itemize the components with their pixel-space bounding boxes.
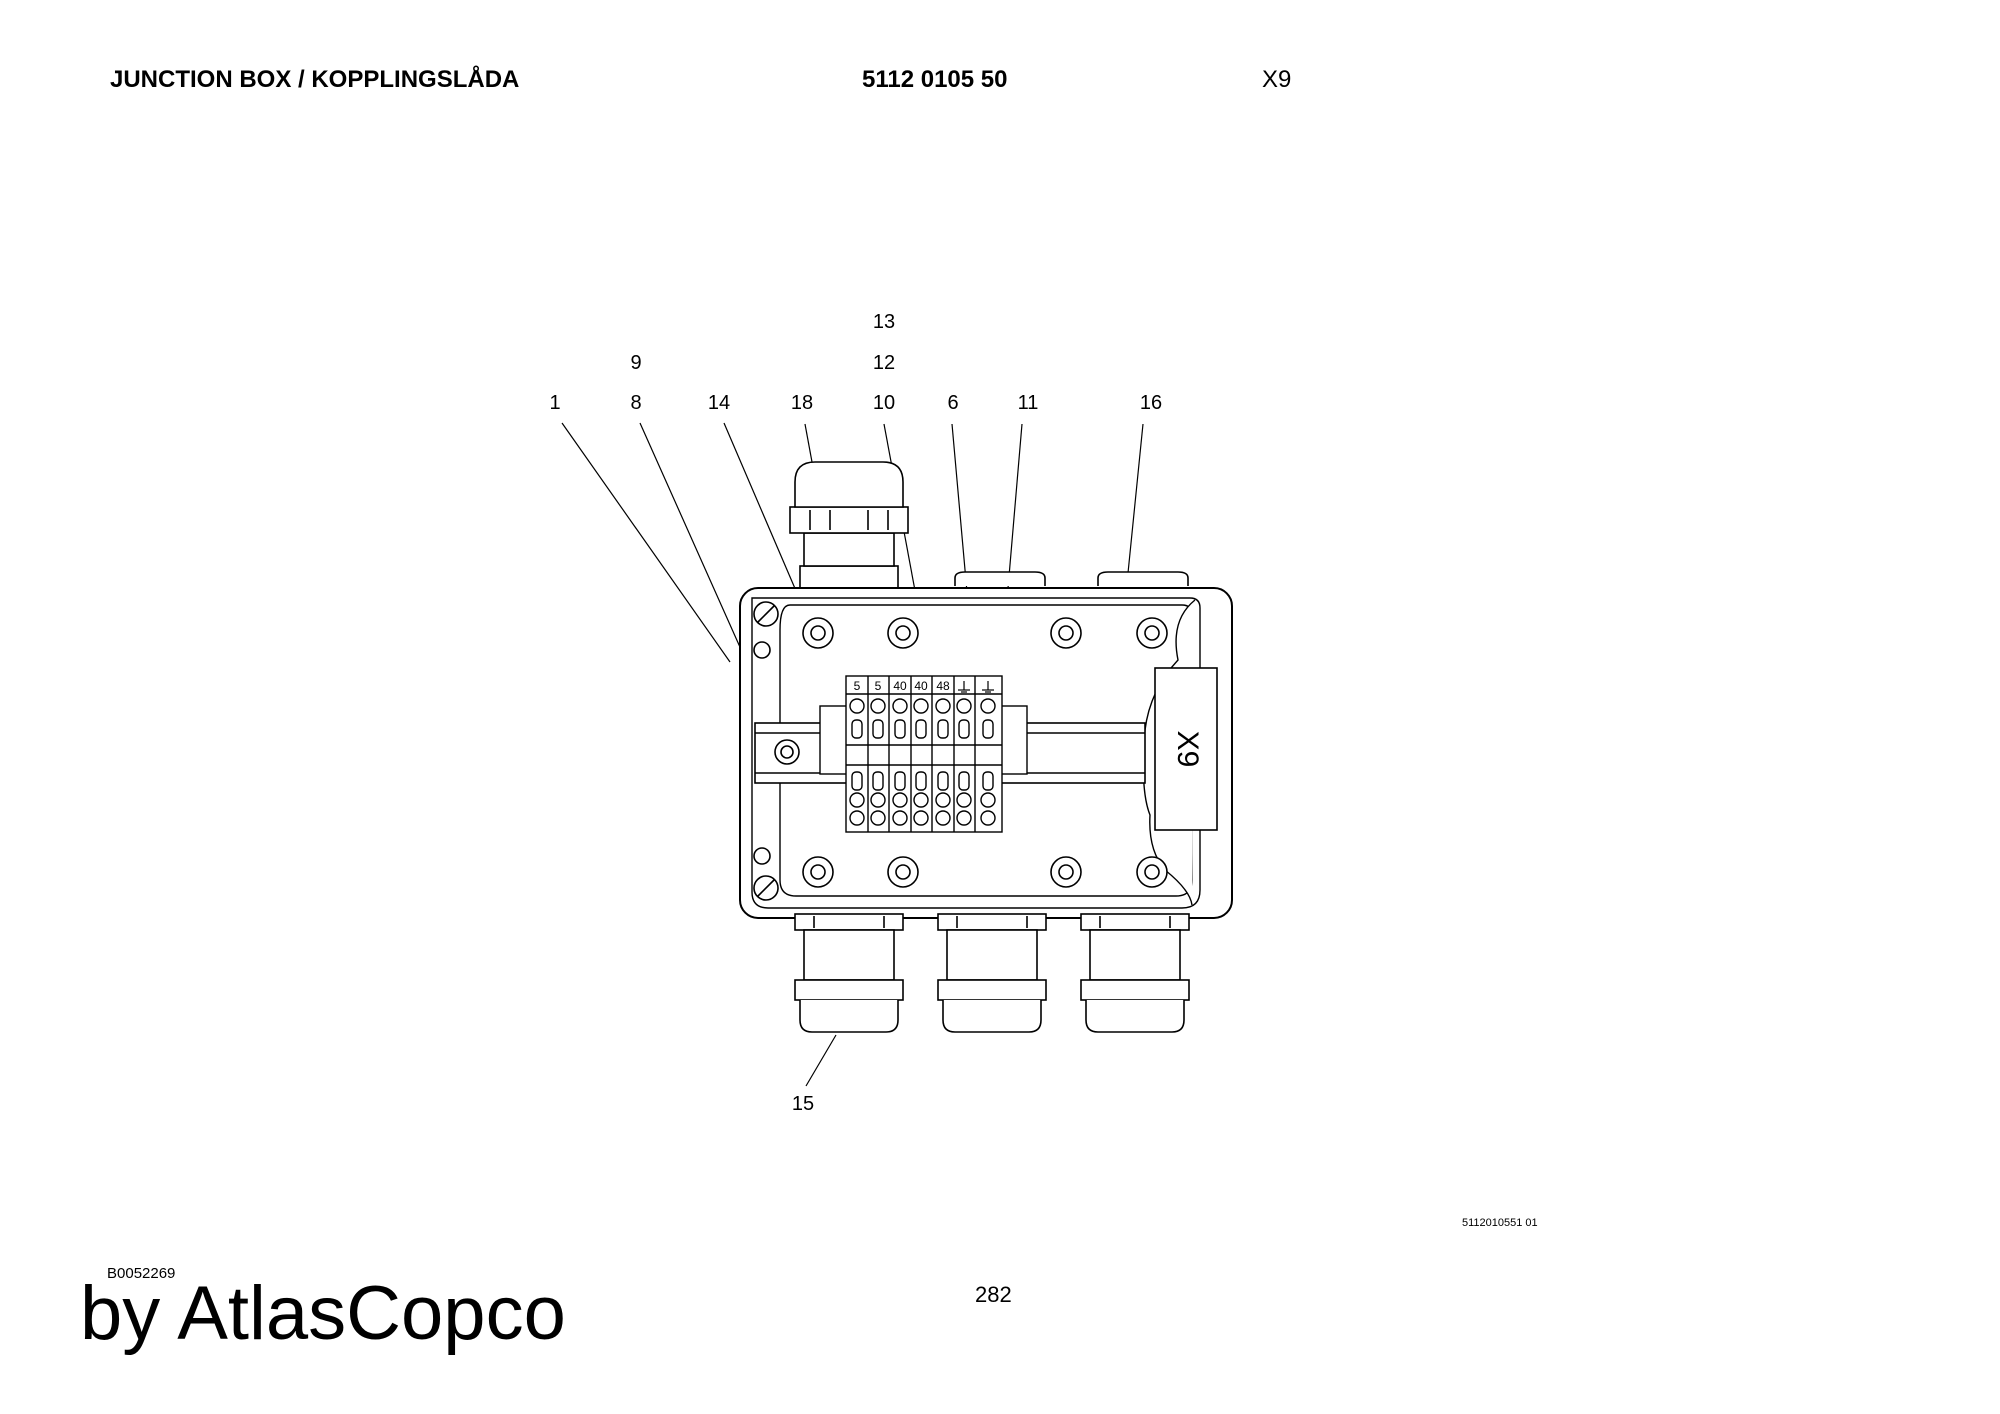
callout-14: 14 xyxy=(708,392,730,414)
terminal-block xyxy=(819,675,1028,833)
page-title: JUNCTION BOX / KOPPLINGSLÅDA xyxy=(110,66,520,93)
page-number: 282 xyxy=(975,1282,1012,1307)
callout-18: 18 xyxy=(791,392,813,414)
marker-plate-label: X9 xyxy=(1171,731,1204,768)
callout-6: 6 xyxy=(947,392,958,414)
part-number: 5112 0105 50 xyxy=(862,66,1008,93)
callout-11: 11 xyxy=(1018,392,1039,414)
reference-code: X9 xyxy=(1262,66,1292,93)
terminal-label: 40 xyxy=(914,679,928,693)
callout-13: 13 xyxy=(873,311,895,333)
bottom-cable-glands xyxy=(794,913,1190,1033)
terminal-label: 5 xyxy=(875,679,882,693)
document-code: B0052269 xyxy=(107,1265,176,1282)
callout-8: 8 xyxy=(630,392,641,414)
brand-wordmark: by AtlasCopco xyxy=(80,1271,566,1356)
top-cable-gland xyxy=(789,461,909,591)
screws xyxy=(753,601,779,901)
callout-12: 12 xyxy=(873,352,895,374)
mounting-holes xyxy=(802,617,1168,888)
blind-plug xyxy=(954,571,1046,586)
callout-10: 10 xyxy=(873,392,895,414)
terminal-label: 5 xyxy=(854,679,861,693)
callout-1: 1 xyxy=(549,392,560,414)
callout-9: 9 xyxy=(630,352,641,374)
terminal-label: 48 xyxy=(936,679,950,693)
drawing-id: 5112010551 01 xyxy=(1462,1217,1538,1229)
marker-plate xyxy=(1154,667,1218,831)
terminal-label: 40 xyxy=(893,679,907,693)
callout-15: 15 xyxy=(792,1093,814,1115)
blind-plug xyxy=(1097,571,1189,586)
callout-16: 16 xyxy=(1140,392,1162,414)
